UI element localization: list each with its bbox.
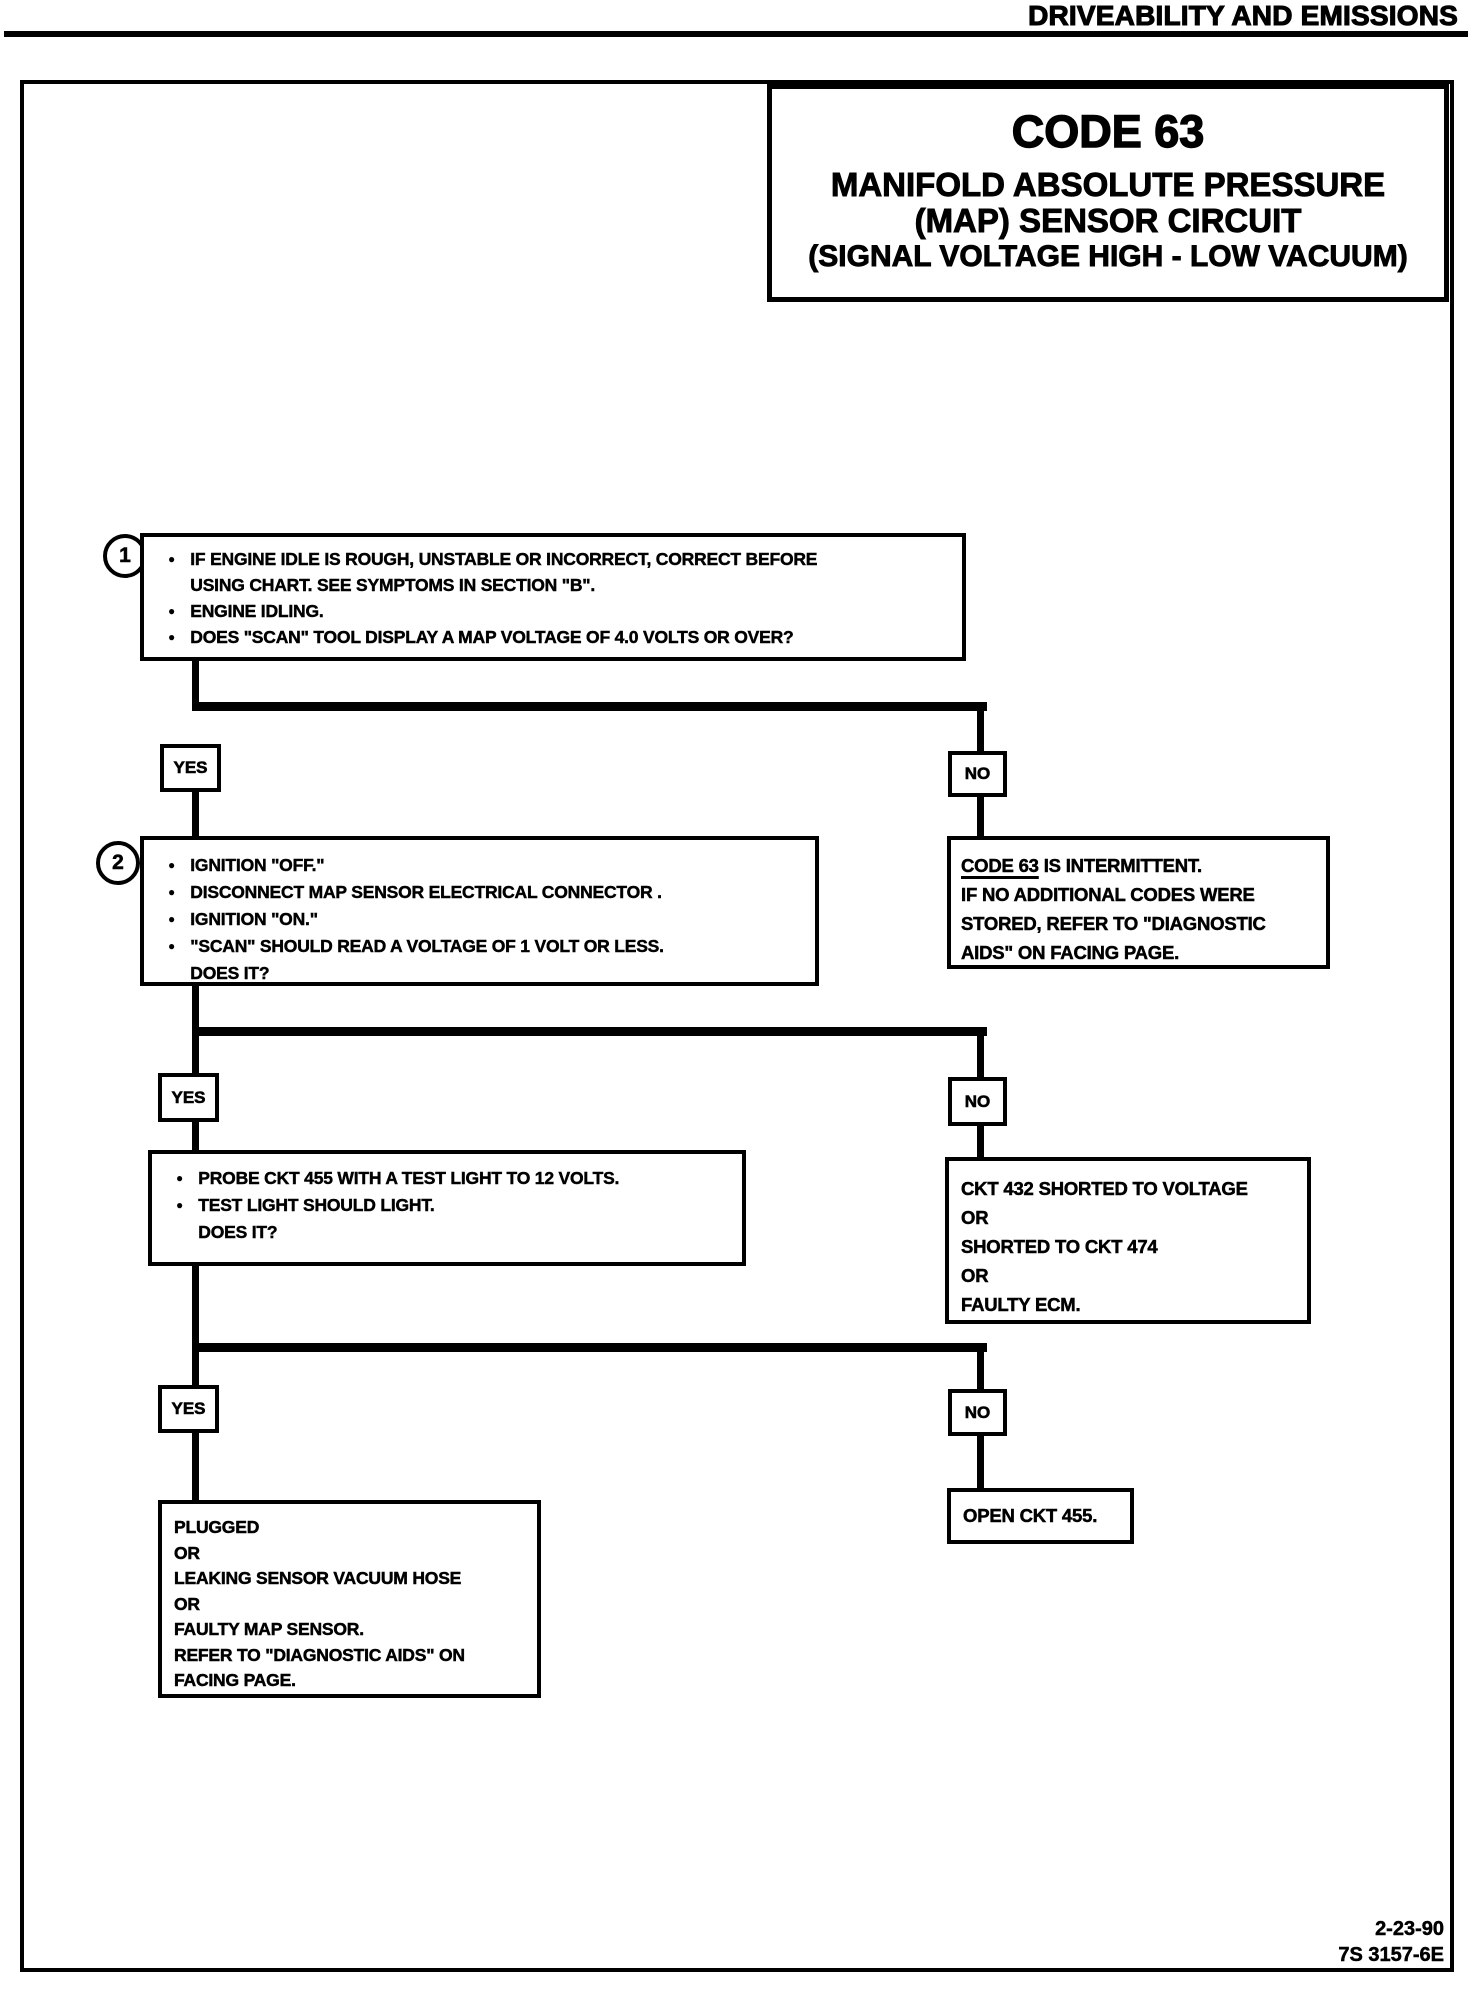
step-number-1: 1 xyxy=(103,534,147,578)
connector-line xyxy=(977,708,984,754)
bullet-item: IGNITION "OFF." xyxy=(144,852,805,879)
connector-line xyxy=(192,984,199,1032)
step1-bullets: IF ENGINE IDLE IS ROUGH, UNSTABLE OR INC… xyxy=(144,546,952,650)
step3-box: PROBE CKT 455 WITH A TEST LIGHT TO 12 VO… xyxy=(148,1150,746,1266)
connector-line xyxy=(192,1343,987,1352)
connector-line xyxy=(192,1431,199,1502)
no-branch-1: NO xyxy=(948,751,1007,797)
result-open-box: OPEN CKT 455. xyxy=(947,1488,1134,1544)
result-intermittent-box: CODE 63 IS INTERMITTENT.IF NO ADDITIONAL… xyxy=(947,836,1330,969)
connector-line xyxy=(192,790,199,838)
page-border xyxy=(20,80,1454,1972)
bullet-item: PROBE CKT 455 WITH A TEST LIGHT TO 12 VO… xyxy=(152,1165,732,1192)
result-shorted-text: CKT 432 SHORTED TO VOLTAGE OR SHORTED TO… xyxy=(961,1178,1248,1316)
chart-title-line2: (MAP) SENSOR CIRCUIT xyxy=(914,202,1302,240)
connector-line xyxy=(977,1349,984,1392)
bullet-item: TEST LIGHT SHOULD LIGHT. DOES IT? xyxy=(152,1192,732,1246)
footer-date: 2-23-90 xyxy=(1375,1918,1444,1941)
bullet-item: IGNITION "ON." xyxy=(144,906,805,933)
connector-line xyxy=(192,1120,199,1153)
result-plugged-text: PLUGGED OR LEAKING SENSOR VACUUM HOSE OR… xyxy=(174,1517,466,1690)
result-intermittent-text: CODE 63 IS INTERMITTENT.IF NO ADDITIONAL… xyxy=(961,855,1266,964)
connector-line xyxy=(192,1033,199,1077)
step1-box: IF ENGINE IDLE IS ROUGH, UNSTABLE OR INC… xyxy=(140,533,966,661)
connector-line xyxy=(192,702,987,711)
footer-code: 7S 3157-6E xyxy=(1338,1944,1444,1967)
connector-line xyxy=(977,1124,984,1160)
step2-box: IGNITION "OFF."DISCONNECT MAP SENSOR ELE… xyxy=(140,836,819,986)
header-rule xyxy=(4,31,1468,37)
no-branch-2: NO xyxy=(948,1077,1007,1126)
yes-branch-2: YES xyxy=(158,1073,219,1122)
result-open-text: OPEN CKT 455. xyxy=(963,1504,1098,1526)
connector-line xyxy=(977,794,984,838)
bullet-item: IF ENGINE IDLE IS ROUGH, UNSTABLE OR INC… xyxy=(144,546,952,598)
yes-branch-1: YES xyxy=(160,744,221,792)
step2-bullets: IGNITION "OFF."DISCONNECT MAP SENSOR ELE… xyxy=(144,852,805,987)
result-shorted-box: CKT 432 SHORTED TO VOLTAGE OR SHORTED TO… xyxy=(945,1157,1311,1324)
chart-title-line3: (SIGNAL VOLTAGE HIGH - LOW VACUUM) xyxy=(808,240,1408,274)
connector-line xyxy=(977,1033,984,1080)
page-footer: 2-23-90 7S 3157-6E xyxy=(1338,1916,1444,1968)
step3-bullets: PROBE CKT 455 WITH A TEST LIGHT TO 12 VO… xyxy=(152,1165,732,1246)
result-plugged-box: PLUGGED OR LEAKING SENSOR VACUUM HOSE OR… xyxy=(158,1500,541,1698)
connector-line xyxy=(192,1264,199,1350)
chart-code: CODE 63 xyxy=(1011,106,1205,157)
connector-line xyxy=(192,1349,199,1388)
bullet-item: ENGINE IDLING. xyxy=(144,598,952,624)
chart-title-line1: MANIFOLD ABSOLUTE PRESSURE xyxy=(830,165,1386,203)
bullet-item: DOES "SCAN" TOOL DISPLAY A MAP VOLTAGE O… xyxy=(144,624,952,650)
yes-branch-3: YES xyxy=(158,1385,219,1433)
no-branch-3: NO xyxy=(948,1389,1007,1436)
connector-line xyxy=(192,659,199,707)
page-header-title: DRIVEABILITY AND EMISSIONS xyxy=(1028,0,1459,32)
bullet-item: "SCAN" SHOULD READ A VOLTAGE OF 1 VOLT O… xyxy=(144,933,805,987)
step-number-2: 2 xyxy=(96,841,140,885)
bullet-item: DISCONNECT MAP SENSOR ELECTRICAL CONNECT… xyxy=(144,879,805,906)
chart-title-box: CODE 63 MANIFOLD ABSOLUTE PRESSURE (MAP)… xyxy=(767,84,1449,302)
connector-line xyxy=(977,1434,984,1490)
connector-line xyxy=(192,1027,987,1036)
code-63-underlined: CODE 63 xyxy=(961,855,1039,877)
